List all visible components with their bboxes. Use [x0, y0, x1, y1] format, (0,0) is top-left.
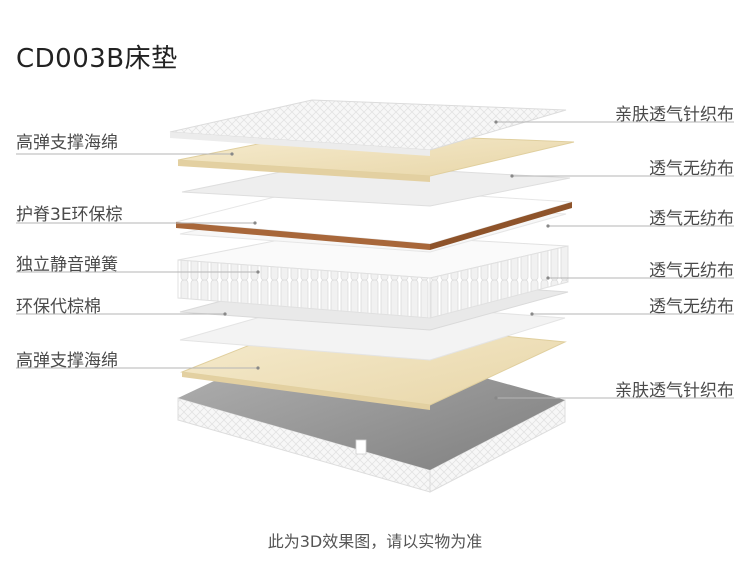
label-top-foam: 高弹支撑海绵 [16, 128, 118, 153]
label-nonwoven-4: 透气无纺布 [649, 292, 734, 317]
label-pocket-spring: 独立静音弹簧 [16, 250, 118, 275]
label-bottom-knit-fabric: 亲肤透气针织布 [615, 376, 734, 401]
label-top-knit-fabric: 亲肤透气针织布 [615, 100, 734, 125]
label-nonwoven-1: 透气无纺布 [649, 154, 734, 179]
label-nonwoven-2: 透气无纺布 [649, 204, 734, 229]
label-eco-fiber: 环保代棕棉 [16, 292, 101, 317]
footer-note: 此为3D效果图，请以实物为准 [0, 528, 750, 552]
label-coir: 护脊3E环保棕 [16, 200, 123, 225]
label-nonwoven-3: 透气无纺布 [649, 256, 734, 281]
label-bottom-foam: 高弹支撑海绵 [16, 346, 118, 371]
